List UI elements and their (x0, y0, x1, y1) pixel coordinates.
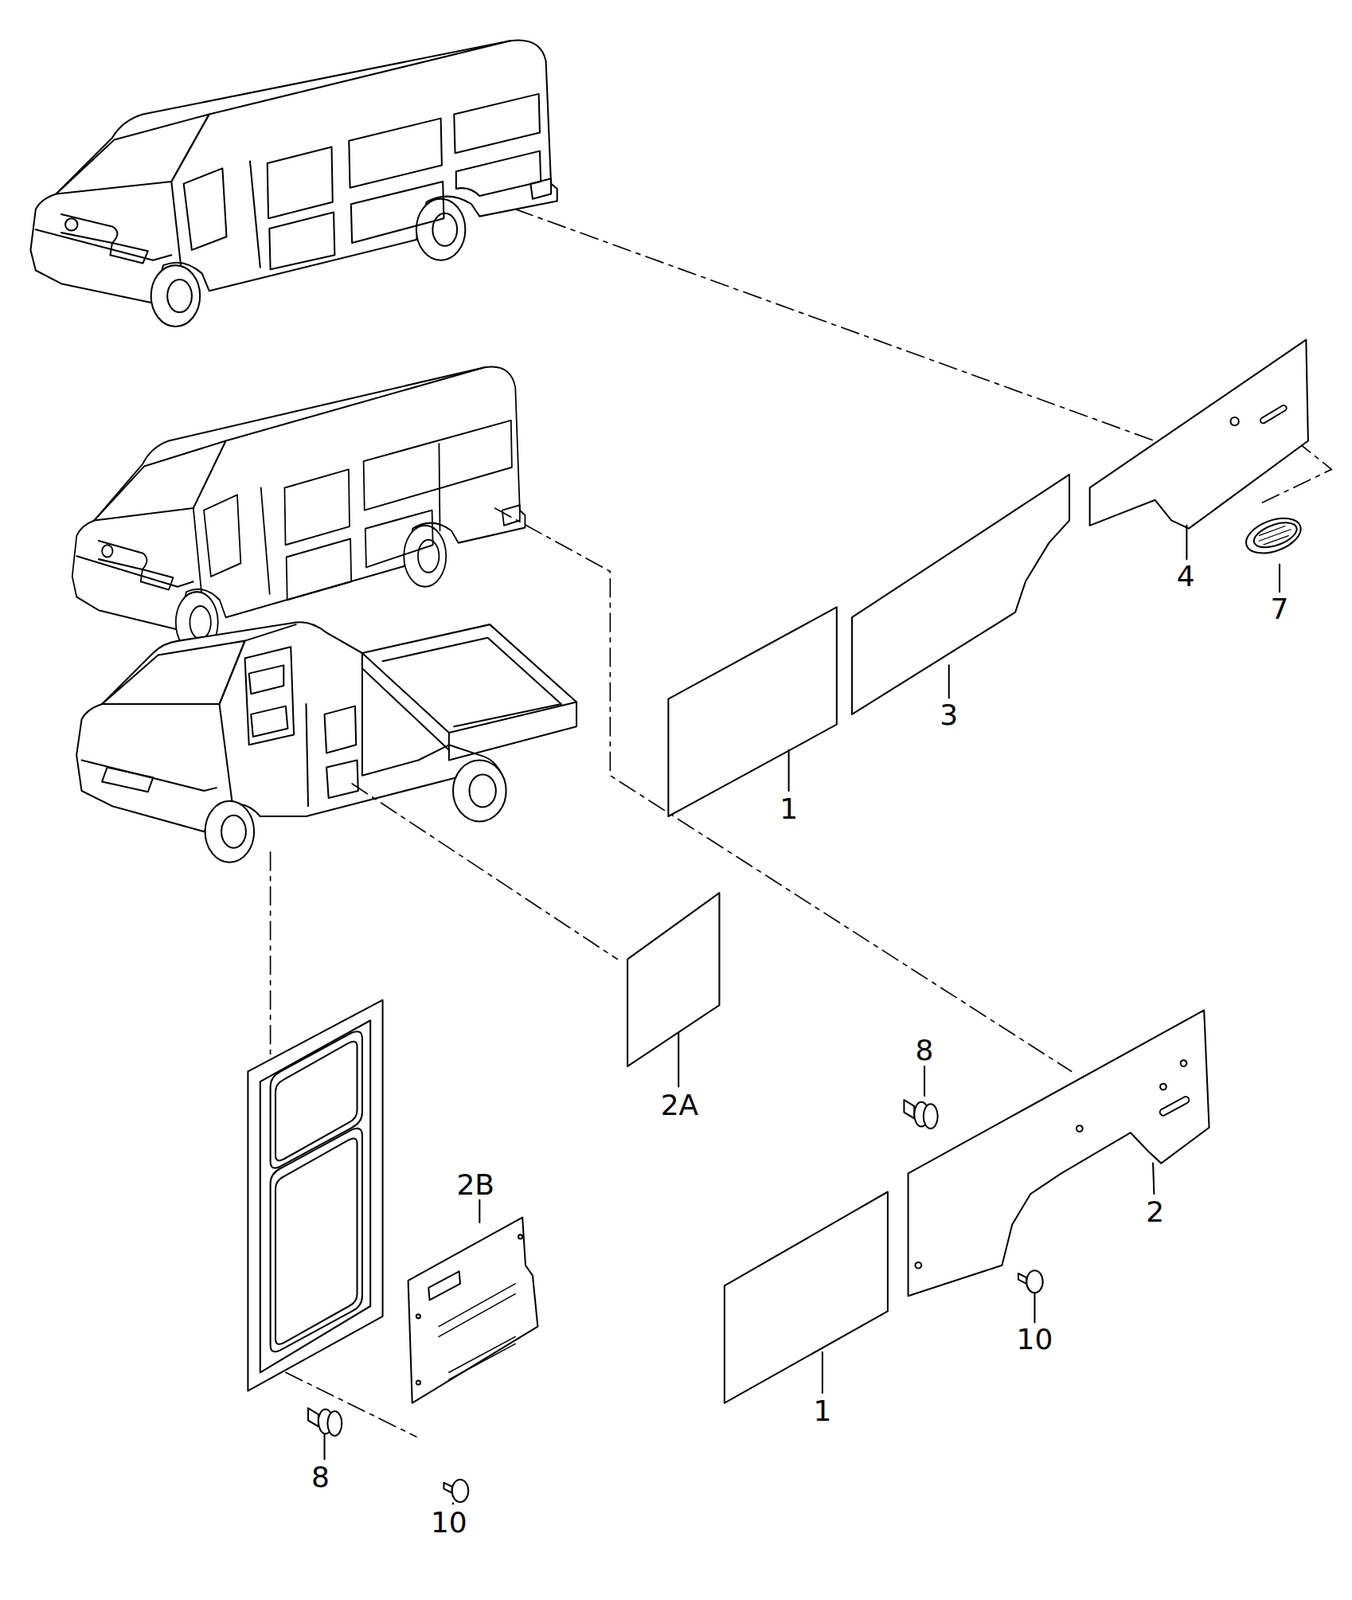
callout-number: 2B (454, 1168, 497, 1201)
callout-number: 1 (811, 1394, 833, 1427)
callout-number: 2 (1144, 1195, 1166, 1228)
callout-number: 10 (429, 1506, 469, 1539)
callout-number: 8 (309, 1461, 332, 1493)
callout-number: 4 (1175, 560, 1197, 593)
callout-number: 10 (1015, 1323, 1056, 1356)
callout-number: 2A (659, 1089, 701, 1122)
callout-number: 7 (1269, 593, 1291, 626)
callout-number: 3 (937, 699, 960, 731)
callout-number: 1 (777, 793, 800, 825)
callout-number: 8 (914, 1034, 936, 1067)
